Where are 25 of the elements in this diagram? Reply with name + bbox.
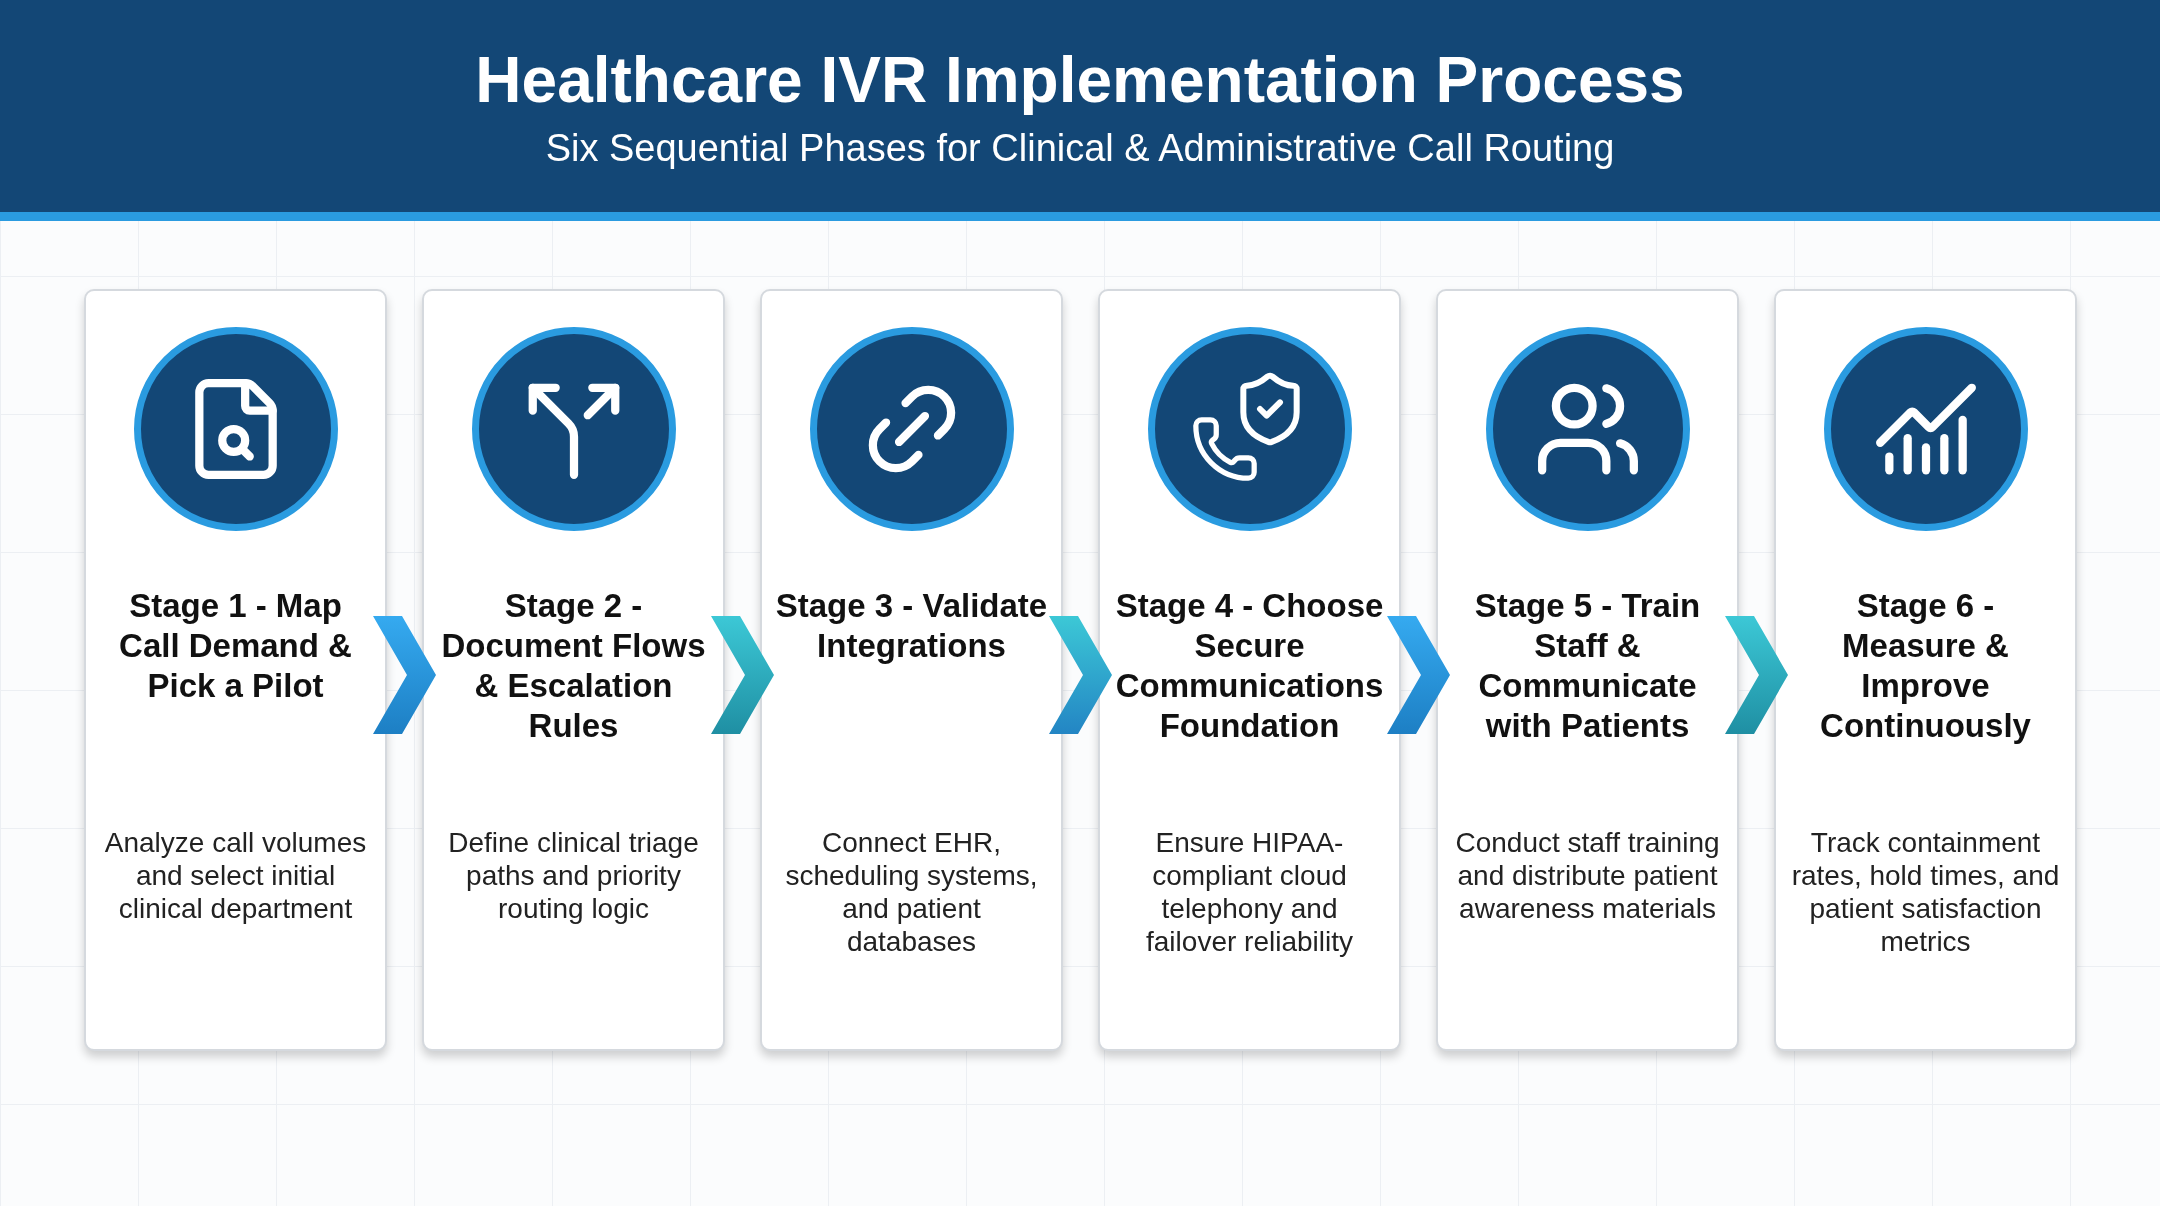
stage-description: Conduct staff training and distribute patient awareness materials: [1454, 826, 1721, 925]
stage-title: Stage 4 - Choose Secure Communications Foundation: [1114, 586, 1385, 746]
chevron-arrow: [1387, 616, 1450, 734]
stage-title: Stage 3 - Validate Integrations: [774, 586, 1049, 666]
stage-card: [84, 289, 387, 1051]
stage-title: Stage 6 - Measure & Improve Continuously: [1819, 586, 2032, 746]
stage-description: Define clinical triage paths and priority routing logic: [447, 826, 700, 925]
stage-card: [1774, 289, 2077, 1051]
stage-description: Connect EHR, scheduling systems, and patient databases: [784, 826, 1039, 958]
stage-description: Track containment rates, hold times, and patient satisfaction metrics: [1790, 826, 2061, 958]
chevron-arrow: [1049, 616, 1112, 734]
chevron-arrow: [711, 616, 774, 734]
stage-card: [760, 289, 1063, 1051]
chevron-arrow: [373, 616, 436, 734]
stage-description: Analyze call volumes and select initial clinical department: [103, 826, 368, 925]
chevron-arrow: [1725, 616, 1788, 734]
title: Healthcare IVR Implementation Process: [475, 42, 1685, 117]
subtitle: Six Sequential Phases for Clinical & Administrative Call Routing: [545, 126, 1615, 170]
stage-card: [422, 289, 725, 1051]
stage-card: [1098, 289, 1401, 1051]
stage-card: [1436, 289, 1739, 1051]
stage-description: Ensure HIPAA-compliant cloud telephony and failover reliability: [1145, 826, 1354, 958]
stage-title: Stage 1 - Map Call Demand & Pick a Pilot: [118, 586, 353, 706]
stage-title: Stage 2 - Document Flows & Escalation Rules: [440, 586, 707, 746]
stage-title: Stage 5 - Train Staff & Communicate with Patients: [1473, 586, 1702, 746]
